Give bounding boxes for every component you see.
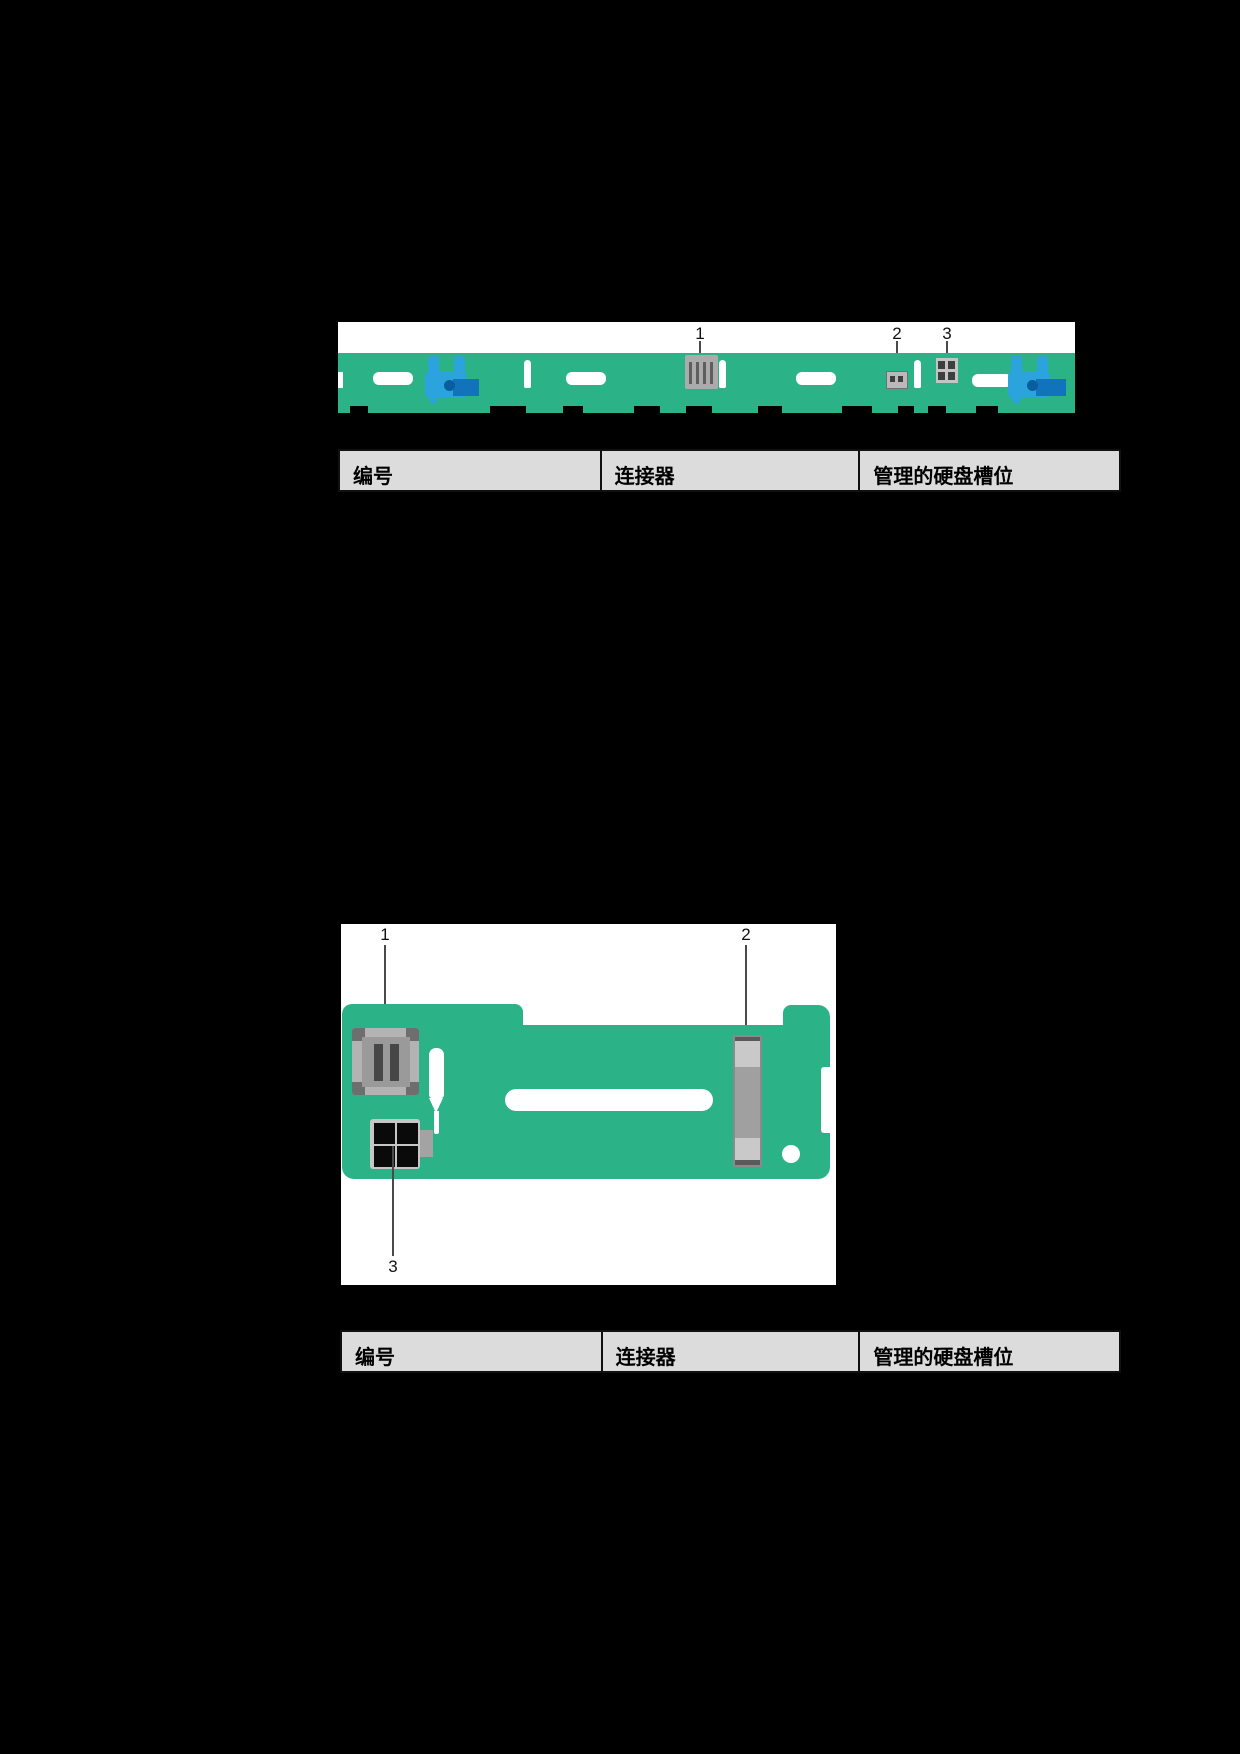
latch-bar — [1036, 379, 1066, 396]
board-notch — [928, 406, 946, 414]
latch-bar — [453, 379, 479, 396]
table-1-header-row: 编号 连接器 管理的硬盘槽位 — [338, 449, 1121, 492]
fig2-callout-3: 3 — [388, 1257, 398, 1276]
power-connector-icon — [936, 358, 958, 383]
latch-prong — [1037, 356, 1048, 378]
board-notch — [350, 406, 368, 414]
drive-slot-hole — [373, 372, 413, 385]
fig1-leader-line-1 — [699, 341, 701, 362]
latch-prong — [428, 356, 439, 378]
signal-connector-icon — [352, 1028, 419, 1095]
board-notch — [976, 406, 998, 414]
latch-prong — [1011, 356, 1022, 378]
board-edge-notch — [821, 1067, 831, 1133]
fig1-callout-3: 3 — [942, 324, 952, 343]
board-notch — [758, 406, 782, 414]
mounting-slot — [505, 1089, 713, 1111]
drive-slot-hole — [796, 372, 836, 385]
table-1-header-number: 编号 — [340, 451, 602, 490]
fig2-leader-line-2 — [745, 945, 747, 1057]
board-notch — [563, 406, 583, 414]
board-notch — [686, 406, 712, 414]
fig2-callout-1: 1 — [380, 925, 390, 944]
board-notch — [842, 406, 872, 414]
table-1-header-managed-bays: 管理的硬盘槽位 — [873, 466, 1014, 488]
guide-pin-icon — [524, 360, 531, 388]
release-latch-icon — [1008, 356, 1066, 404]
board-notch — [898, 406, 914, 414]
backplane-board — [338, 353, 1075, 414]
fig2-leader-line-3 — [392, 1146, 394, 1256]
power-connector-icon — [370, 1119, 433, 1169]
guide-pin-icon — [914, 360, 921, 388]
fig2-leader-line-1 — [384, 945, 386, 1057]
guide-pin-icon — [429, 1048, 444, 1135]
board-edge-notch — [338, 372, 343, 388]
release-latch-icon — [425, 356, 479, 404]
fig2-callout-2: 2 — [741, 925, 751, 944]
sata-connector-icon — [733, 1035, 762, 1167]
small-connector-icon — [886, 371, 908, 389]
board-notch — [634, 406, 660, 414]
fig1-callout-1: 1 — [695, 324, 705, 343]
table-2-header-number: 编号 — [342, 1332, 603, 1371]
signal-connector-icon — [685, 355, 718, 389]
table-2-header-connector: 连接器 — [603, 1332, 861, 1371]
latch-pivot — [444, 380, 455, 391]
table-2-header-row: 编号 连接器 管理的硬盘槽位 — [340, 1330, 1121, 1373]
drive-slot-hole — [566, 372, 606, 385]
backplane-figure-1: 1 2 3 — [338, 322, 1075, 414]
table-1-header-connector: 连接器 — [602, 451, 861, 490]
drive-slot-hole — [972, 374, 1012, 387]
board-notch — [490, 406, 526, 414]
backplane-figure-2: 1 2 3 — [341, 924, 836, 1285]
mounting-hole — [782, 1145, 800, 1163]
table-2-header-managed-bays: 管理的硬盘槽位 — [873, 1347, 1014, 1369]
fig1-callout-2: 2 — [892, 324, 902, 343]
latch-prong — [454, 356, 465, 378]
guide-pin-icon — [719, 360, 726, 388]
latch-pivot — [1027, 380, 1038, 391]
